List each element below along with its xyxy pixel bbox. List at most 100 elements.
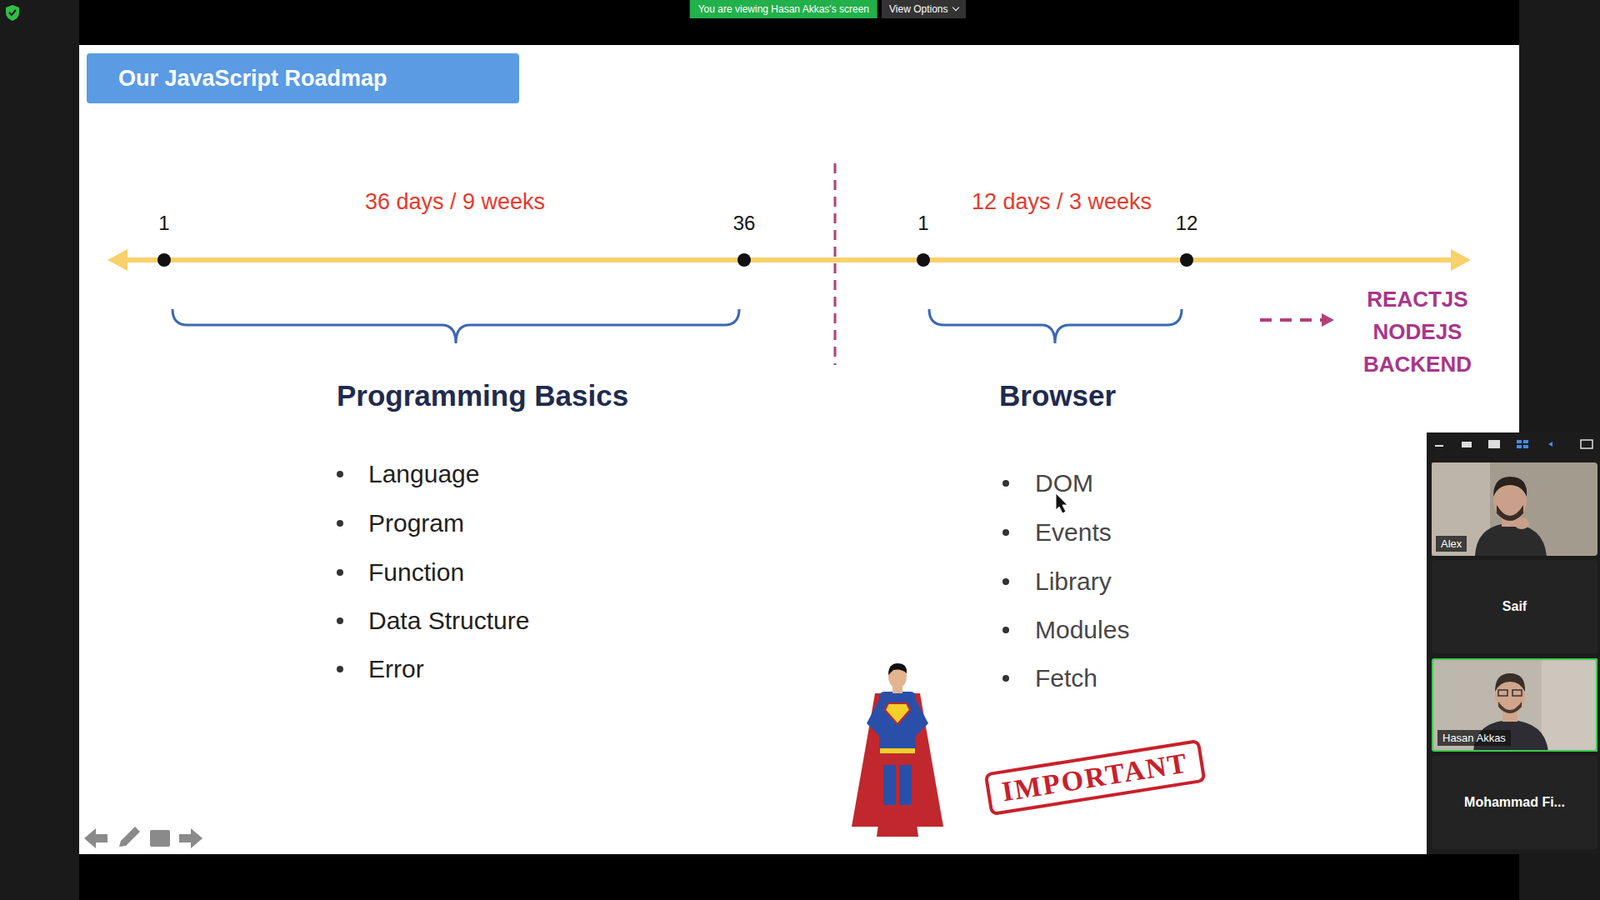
video-alex-part [1475,523,1547,556]
next-topics: REACTJS NODEJS BACKEND [1363,283,1472,381]
bottom-band [79,854,1520,900]
participant-panel-part [1426,432,1600,855]
next-arrow-part [1260,318,1322,322]
superhero-picture-part [897,805,919,837]
video-hasan-part [1498,701,1522,714]
participant-panel-part [1580,440,1593,449]
participant-panel-part [1516,440,1529,449]
brace [929,309,1182,344]
superhero-picture-part [880,748,915,754]
slide-nav-icons [84,826,203,849]
superhero-picture-part [885,703,910,725]
slide-nav-icons-part [119,826,140,847]
bullets-part [336,617,344,625]
topic-item: Language [368,460,480,489]
topic-item: Events [1035,518,1112,547]
duration-label: 12 days / 3 weeks [971,189,1152,215]
shield-check [9,10,16,15]
video-tile: Alex [1431,462,1598,556]
topic-item: Library [1035,567,1112,596]
superhero-picture-part [888,663,907,675]
participant-panel-part [1461,441,1472,448]
video-alex-part [1493,476,1527,497]
bullets-part [336,665,344,673]
video-hasan-part [1512,690,1522,696]
shield-icon [5,5,20,21]
topic-item: DOM [1035,469,1094,498]
participant-panel-part-part [1516,445,1522,449]
video-hasan [1431,658,1598,752]
timeline-number: 1 [158,211,170,235]
topic-item: Function [368,558,465,587]
bullets-part [1002,675,1010,682]
view-options-button: View Options [881,0,966,19]
bullets-part [1002,578,1010,585]
bullets-part [1002,529,1010,536]
timeline-part [916,253,930,267]
bullets-part [336,470,344,478]
timeline-part [737,253,751,267]
bullets-part [1002,626,1010,634]
participant-panel-part [1548,441,1553,447]
video-hasan-part [1498,690,1508,696]
superhero-picture-part [883,765,896,809]
participant-panel-part [1488,440,1500,449]
timeline-part [1450,249,1471,271]
divider-line [834,163,837,365]
superhero-picture [851,663,944,837]
superhero-picture-part [879,691,916,752]
section-heading: Programming Basics [336,379,629,413]
video-alex [1431,462,1598,556]
participant-name: Mohammad Fi... [1464,795,1565,810]
bullets-part [336,569,344,576]
share-banner: You are viewing Hasan Akkas's screen [690,0,878,19]
superhero-picture-part [880,753,915,767]
topic-item: Fetch [1035,664,1098,693]
topic-item: Data Structure [368,606,530,635]
video-hasan-part [1541,658,1598,752]
slide-nav-icons-part [84,828,108,849]
participant-panel-part [1435,445,1444,447]
bullets-part [1002,480,1010,487]
title-box [86,53,520,104]
bullets [336,470,1010,682]
participant-panel-part-part [1523,440,1529,444]
superhero-picture-part [876,805,898,837]
participant-panel [1426,432,1600,855]
slide [79,45,1520,855]
superhero-picture-part [899,765,912,809]
timeline-part [1180,253,1194,267]
timeline-number: 12 [1175,211,1199,235]
top-band [79,0,1520,45]
participant-panel-part-part [1523,445,1529,449]
video-tile: Hasan Akkas [1431,658,1598,752]
bullets-part [336,520,344,527]
slide-nav-icons-part [150,830,170,847]
topic-item: Program [368,509,465,538]
next-arrow-part [1321,313,1335,327]
duration-label: 36 days / 9 weeks [365,189,545,215]
participant-name: Hasan Akkas [1437,730,1511,746]
participant-panel-part-part [1516,440,1522,444]
topic-item: Modules [1035,615,1130,645]
timeline-number: 36 [733,211,756,235]
slide-title: Our JavaScript Roadmap [118,65,388,92]
participant-tile: Saif [1431,560,1598,654]
video-alex-part [1514,517,1530,530]
participant-name: Saif [1502,599,1527,615]
slide-nav-icons-part [179,828,203,849]
brace [172,309,740,344]
participant-name: Alex [1435,535,1467,552]
timeline-number: 1 [917,211,929,235]
video-hasan-part [1495,673,1525,692]
participant-tile: Mohammad Fi... [1431,755,1598,850]
section-heading: Browser [999,379,1116,413]
timeline-part [120,257,1457,263]
video-hasan-part [1431,658,1598,752]
timeline-part [157,253,171,267]
timeline [107,249,1471,271]
topic-item: Error [368,655,425,684]
